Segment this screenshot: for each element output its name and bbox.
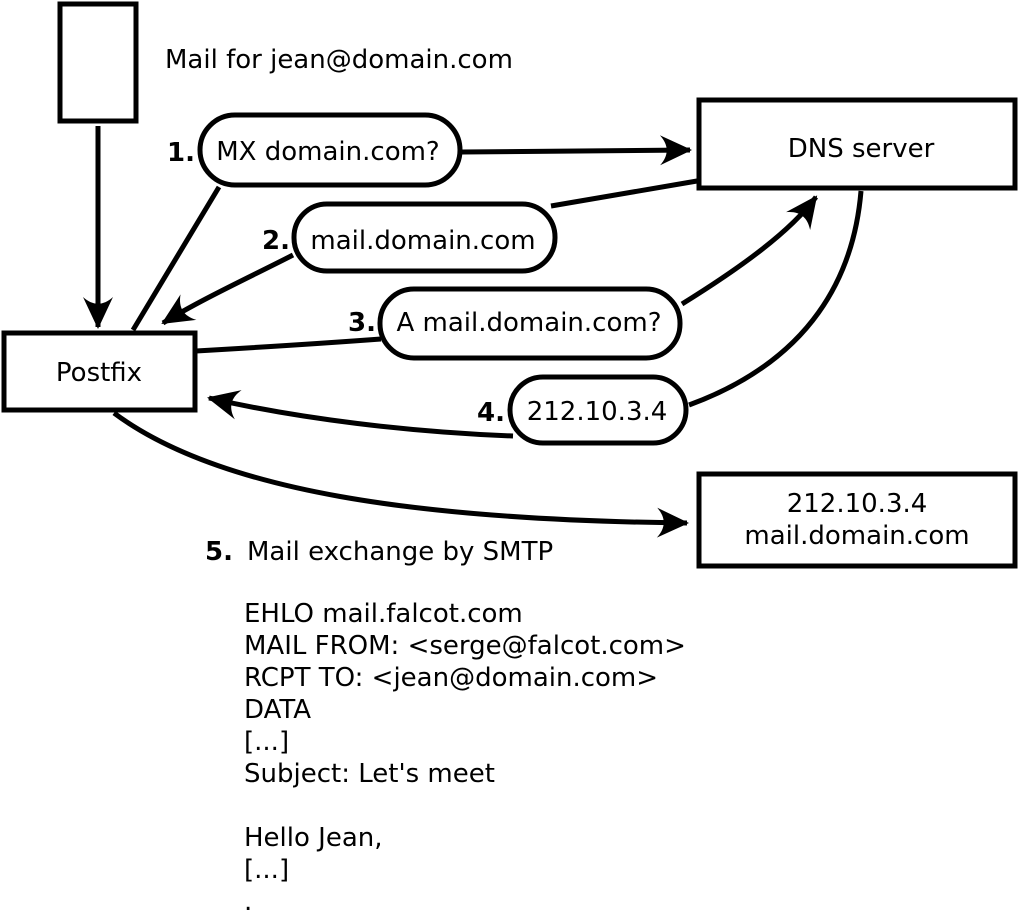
dns-server-label: DNS server xyxy=(788,134,935,164)
line-dns-to-step4 xyxy=(688,190,864,408)
smtp-session-line: . xyxy=(244,887,252,917)
step-3-bubble xyxy=(377,286,683,361)
smtp-session-line: [...] xyxy=(244,727,289,757)
smtp-session-line: RCPT TO: <jean@domain.com> xyxy=(244,663,658,693)
arrow-step2-to-postfix xyxy=(161,252,295,326)
smtp-session-line: DATA xyxy=(244,695,311,725)
step-4-label: 212.10.3.4 xyxy=(527,397,668,427)
step-3-number: 3. xyxy=(348,308,376,338)
postfix-label: Postfix xyxy=(56,358,142,388)
mail-server-hostname-label: mail.domain.com xyxy=(744,521,969,551)
step-2-label: mail.domain.com xyxy=(310,226,535,256)
smtp-session-line: [...] xyxy=(244,855,289,885)
line-postfix-to-step1 xyxy=(130,185,222,332)
smtp-session-line: EHLO mail.falcot.com xyxy=(244,599,523,629)
smtp-session-transcript: EHLO mail.falcot.com MAIL FROM: <serge@f… xyxy=(244,599,686,917)
step-5-number: 5. xyxy=(205,537,233,567)
smtp-session-line: MAIL FROM: <serge@falcot.com> xyxy=(244,631,686,661)
mail-server-ip-label: 212.10.3.4 xyxy=(787,489,928,519)
arrow-step1-to-dns xyxy=(461,135,692,166)
step-2-number: 2. xyxy=(262,226,290,256)
line-postfix-to-step3 xyxy=(195,336,382,354)
arrow-step4-to-postfix xyxy=(207,390,514,439)
dns-server-node xyxy=(696,97,1018,191)
mail-server-node xyxy=(696,471,1018,569)
diagram-caption: Mail for jean@domain.com xyxy=(165,45,513,75)
smtp-session-line: Subject: Let's meet xyxy=(244,759,495,789)
step-1-bubble xyxy=(197,112,463,188)
mail-message-icon xyxy=(57,1,139,124)
step-5-label: Mail exchange by SMTP xyxy=(247,537,553,567)
postfix-node xyxy=(1,330,198,413)
step-1-number: 1. xyxy=(167,138,195,168)
step-1-label: MX domain.com? xyxy=(216,137,439,167)
step-3-label: A mail.domain.com? xyxy=(397,308,662,338)
step-4-number: 4. xyxy=(477,398,505,428)
line-dns-to-step2 xyxy=(550,178,698,209)
arrow-step3-to-dns xyxy=(680,195,819,307)
smtp-session-line: Hello Jean, xyxy=(244,823,383,853)
step-2-bubble xyxy=(291,201,558,274)
step-4-bubble xyxy=(507,374,689,446)
arrow-postfix-to-mailserver xyxy=(112,410,689,538)
